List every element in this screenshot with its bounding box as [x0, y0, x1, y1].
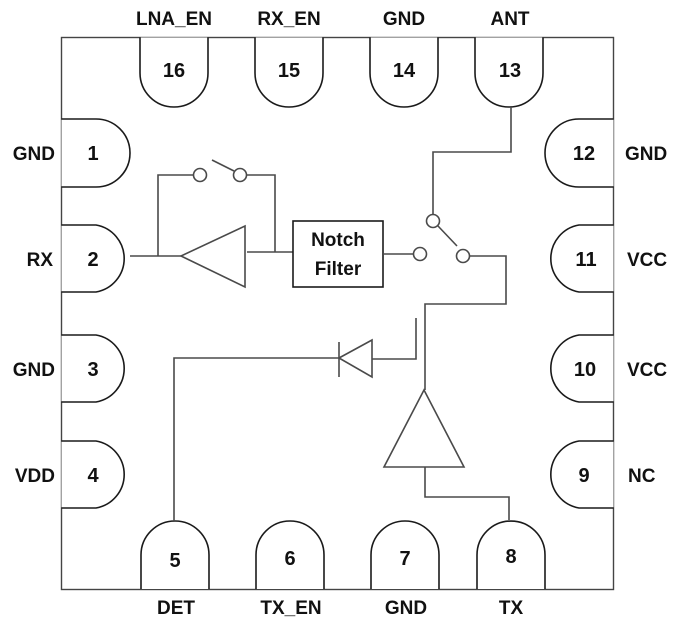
pin-6-label: TX_EN	[260, 598, 321, 619]
pin-6-pad	[255, 520, 325, 589]
antenna-switch	[412, 107, 512, 390]
notch-filter-block	[292, 220, 384, 288]
bottom-pins: 5 DET 6 TX_EN 7 GND 8 TX	[140, 520, 546, 619]
bypass-switch-lever	[211, 159, 235, 172]
pin-6: 6 TX_EN	[255, 520, 325, 619]
pin-4: 4 VDD	[15, 440, 125, 509]
bypass-wire-right	[246, 174, 276, 252]
detector-diode-icon	[337, 338, 373, 379]
pin-8: 8 TX	[476, 520, 546, 619]
pin-8-number: 8	[505, 546, 516, 568]
pin-14: 14 GND	[369, 9, 439, 108]
pin-2-label: RX	[27, 250, 54, 271]
top-pins: 16 LNA_EN 15 RX_EN 14 GND 13 ANT	[136, 9, 544, 108]
pin-5-number: 5	[169, 550, 180, 572]
notch-filter-label-line2: Filter	[315, 259, 362, 280]
pin-3: 3 GND	[13, 334, 125, 403]
pin-4-number: 4	[87, 465, 99, 487]
pin-14-number: 14	[393, 60, 416, 82]
coupler-wire	[372, 318, 417, 360]
bypass-wire-left	[157, 174, 194, 256]
pin-5-pad	[140, 520, 210, 589]
pin-9: 9 NC	[550, 440, 656, 509]
switch-tx-contact	[455, 248, 471, 264]
pin-3-label: GND	[13, 360, 55, 381]
pin-3-number: 3	[87, 359, 98, 381]
package-outline	[60, 36, 615, 591]
lna-amplifier-icon	[179, 224, 246, 289]
pin-5: 5 DET	[140, 520, 210, 619]
pin-12-pad	[544, 118, 614, 188]
pin-8-label: TX	[499, 598, 524, 619]
pin-2-number: 2	[87, 249, 98, 271]
switch-to-pa-wire	[424, 255, 507, 390]
pin-10-label: VCC	[627, 360, 667, 381]
pin-16-number: 16	[163, 60, 185, 82]
ant-to-switch-wire	[432, 107, 512, 214]
pin-12-label: GND	[625, 144, 667, 165]
pin-11-label: VCC	[627, 250, 667, 271]
rx-path: Notch Filter	[130, 159, 413, 289]
pin-4-label: VDD	[15, 466, 55, 487]
left-pins: 1 GND 2 RX 3 GND 4 VDD	[13, 118, 131, 509]
pin-2-pad	[61, 224, 125, 293]
pin-15-label: RX_EN	[257, 9, 320, 30]
pin-8-pad	[476, 520, 546, 589]
switch-rx-contact	[412, 246, 428, 262]
pin-6-number: 6	[284, 548, 295, 570]
pin-15-number: 15	[278, 60, 300, 82]
right-pins: 12 GND 11 VCC 10 VCC 9 NC	[544, 118, 667, 509]
detector	[173, 318, 417, 521]
pin-7-label: GND	[385, 598, 427, 619]
notch-filter-label-line1: Notch	[311, 230, 365, 251]
pin-2: 2 RX	[27, 224, 125, 293]
pin-16-pad	[139, 37, 209, 108]
pin-1-number: 1	[87, 143, 98, 165]
pin-13-label: ANT	[490, 9, 529, 30]
pin-13-pad	[474, 37, 544, 108]
pin-1-label: GND	[13, 144, 55, 165]
det-output-wire	[173, 357, 339, 521]
bypass-switch-contact-left	[192, 167, 208, 183]
pin-16-label: LNA_EN	[136, 9, 212, 30]
bypass-switch-contact-right	[232, 167, 248, 183]
pin-5-label: DET	[157, 598, 195, 619]
pin-13: 13 ANT	[474, 9, 544, 108]
pin-3-pad	[61, 334, 125, 403]
pin-10-pad	[550, 334, 614, 403]
pin-13-number: 13	[499, 60, 521, 82]
pin-15-pad	[254, 37, 324, 108]
pin-12: 12 GND	[544, 118, 667, 188]
pin-12-number: 12	[573, 143, 595, 165]
switch-lever	[437, 225, 458, 247]
pin-11-pad	[550, 224, 614, 293]
pin-1: 1 GND	[13, 118, 131, 188]
pin-9-label: NC	[628, 466, 656, 487]
pa-amplifier-icon	[382, 388, 466, 468]
pin-14-pad	[369, 37, 439, 108]
pin-14-label: GND	[383, 9, 425, 30]
pin-10: 10 VCC	[550, 334, 667, 403]
pin-11: 11 VCC	[550, 224, 667, 293]
pin-1-pad	[61, 118, 131, 188]
tx-path	[382, 388, 510, 520]
pin-16: 16 LNA_EN	[136, 9, 212, 108]
pin-15: 15 RX_EN	[254, 9, 324, 108]
pin-9-pad	[550, 440, 614, 509]
tx-input-wire	[424, 467, 510, 520]
switch-common-contact	[425, 213, 441, 229]
pin-11-number: 11	[575, 249, 596, 271]
pin-4-pad	[61, 440, 125, 509]
pin-7-number: 7	[399, 548, 410, 570]
pin-10-number: 10	[574, 359, 596, 381]
pin-7-pad	[370, 520, 440, 589]
pin-9-number: 9	[578, 465, 589, 487]
pin-7: 7 GND	[370, 520, 440, 619]
